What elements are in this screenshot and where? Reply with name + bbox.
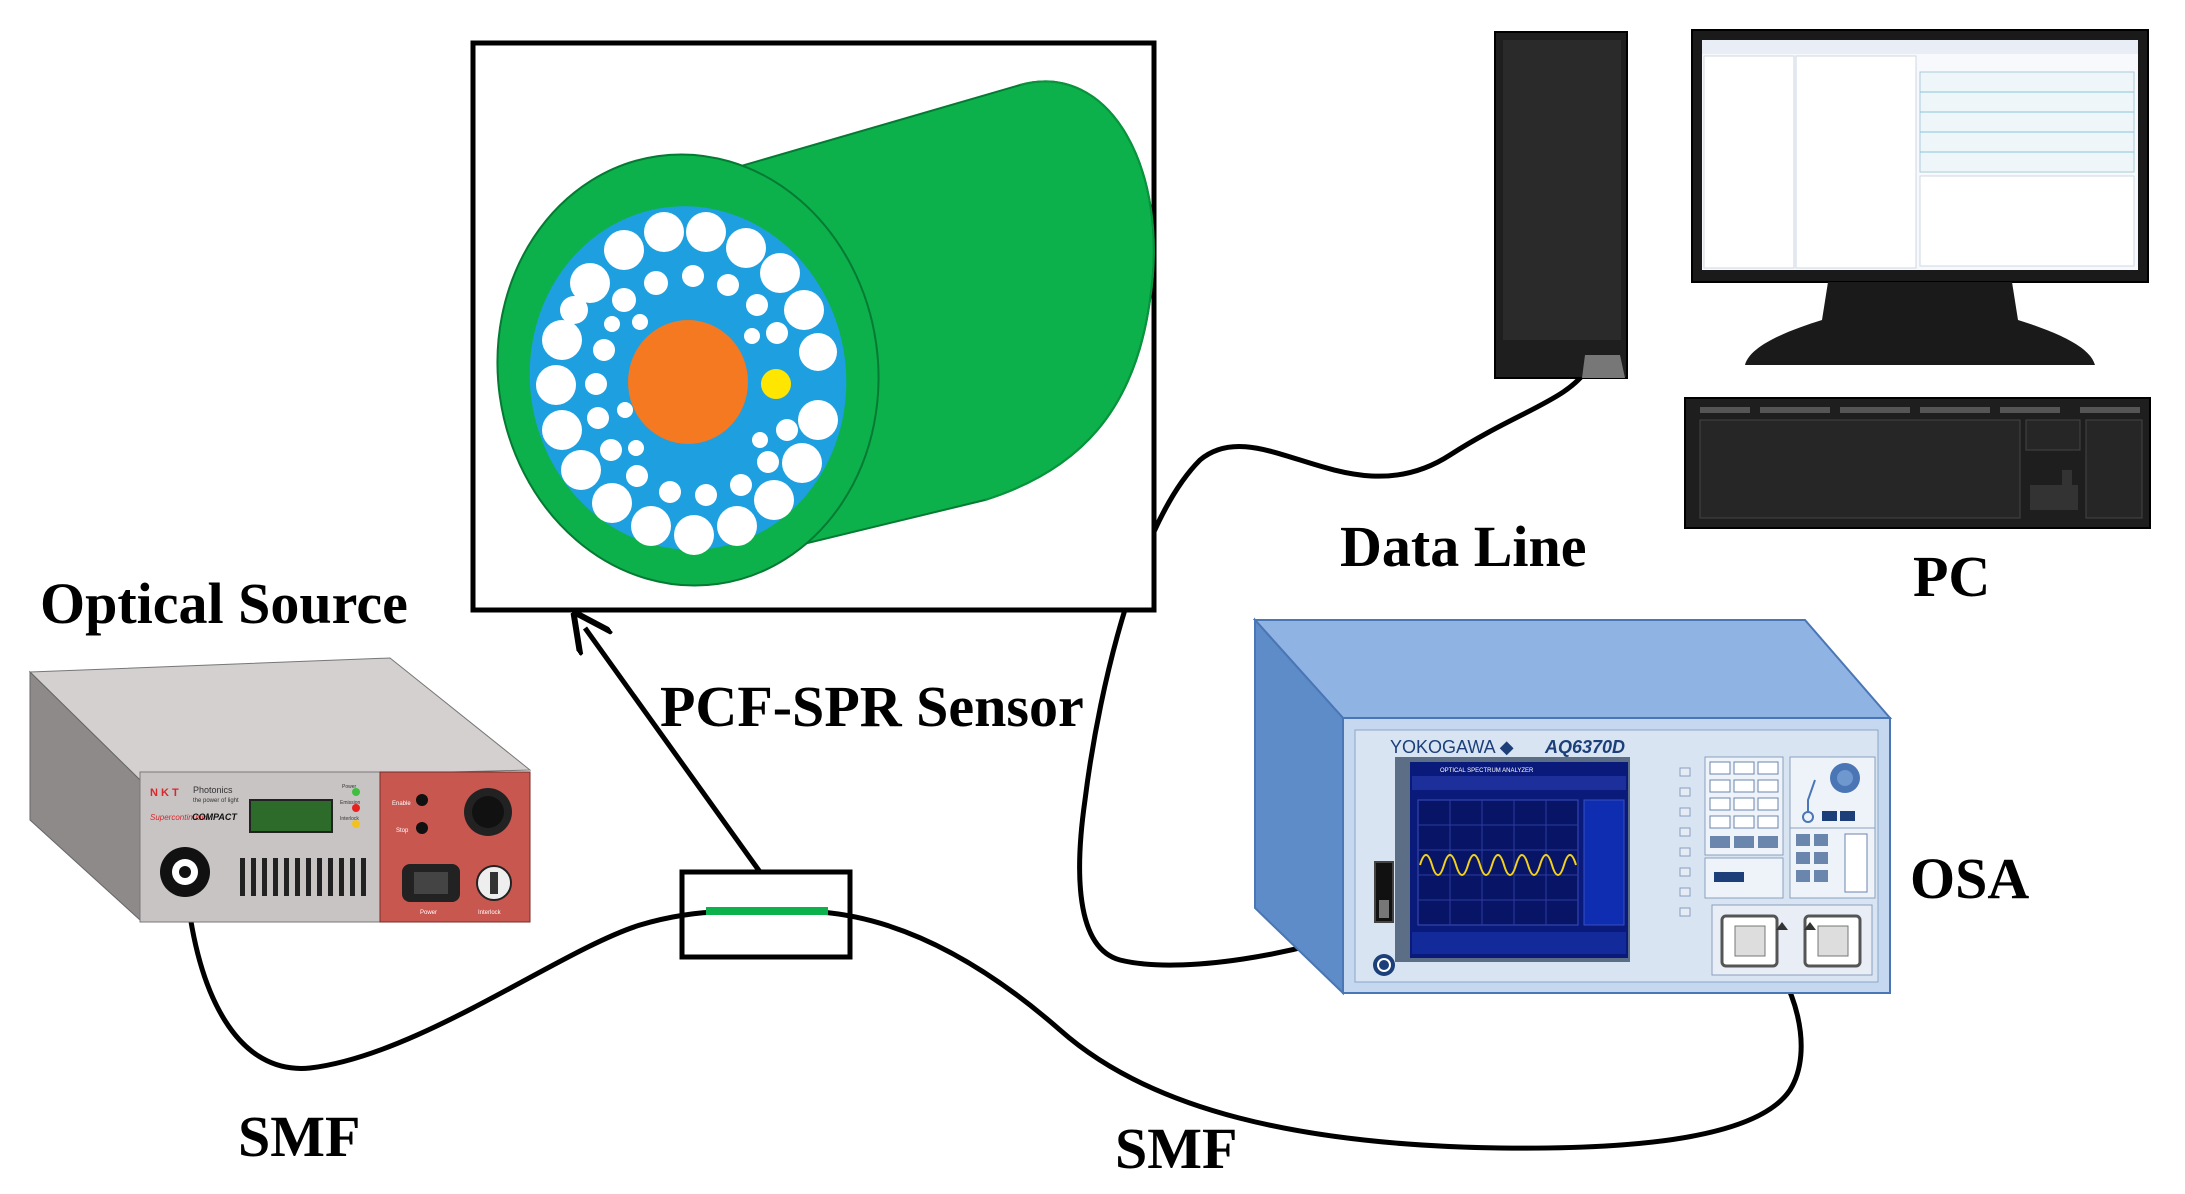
air-holes xyxy=(536,212,838,555)
osa-keypad[interactable] xyxy=(1704,756,1876,899)
osa-device: YOKOGAWA ◆ AQ6370D OPTICAL SPECTRUM ANAL… xyxy=(1252,617,1893,996)
pc-workstation xyxy=(1494,29,2151,529)
smf-left-cable xyxy=(182,869,723,1071)
osa-brand: YOKOGAWA ◆ xyxy=(1390,737,1514,757)
source-model-a: Supercontinuum xyxy=(150,813,209,822)
smf-right-cable xyxy=(817,909,1804,1151)
smf-left-label: SMF xyxy=(238,1104,361,1169)
pc-label: PC xyxy=(1913,544,1991,609)
indicator-emission-label: Emission xyxy=(340,800,361,806)
source-brand: N K T xyxy=(150,787,179,799)
indicator-power-label: Power xyxy=(342,784,357,790)
pcf-spr-sensor-holder xyxy=(679,869,853,960)
emission-led xyxy=(352,804,360,812)
optical-source-device: N K T Photonics the power of light Super… xyxy=(28,657,532,923)
power-led xyxy=(352,788,360,796)
sensor-fiber-segment xyxy=(706,907,828,915)
osa-screen-title: OPTICAL SPECTRUM ANALYZER xyxy=(1440,768,1534,774)
indicator-interlock-label: Interlock xyxy=(340,816,359,822)
interlock-label: Interlock xyxy=(478,910,502,916)
pc-tower xyxy=(1494,31,1628,379)
interlock-led xyxy=(352,820,360,828)
osa-model: AQ6370D xyxy=(1544,737,1625,757)
osa-label: OSA xyxy=(1910,846,2030,911)
data-line-label: Data Line xyxy=(1340,514,1587,579)
source-brand-sub: Photonics xyxy=(193,785,233,795)
gold-analyte-channel xyxy=(761,369,791,399)
source-tagline: the power of light xyxy=(193,798,239,804)
stop-button[interactable] xyxy=(416,822,428,834)
stop-label: Stop xyxy=(396,828,409,834)
sensor-inset xyxy=(470,40,1157,613)
power-icon[interactable] xyxy=(1373,954,1395,976)
pcf-spr-sensor-label: PCF-SPR Sensor xyxy=(660,674,1084,739)
smf-right-label: SMF xyxy=(1115,1116,1238,1181)
source-vent-grille xyxy=(240,858,366,896)
source-lcd-display xyxy=(249,799,333,833)
pc-keyboard xyxy=(1684,397,2151,529)
pc-monitor xyxy=(1691,29,2149,365)
enable-label: Enable xyxy=(392,801,411,807)
osa-spectrum-trace xyxy=(1419,854,1577,876)
arrow-up-left-icon xyxy=(585,628,763,874)
enable-button[interactable] xyxy=(416,794,428,806)
power-switch-label: Power xyxy=(420,910,437,916)
optical-source-label: Optical Source xyxy=(40,571,408,636)
source-model-b: COMPACT xyxy=(192,812,238,822)
fiber-core xyxy=(628,320,748,444)
